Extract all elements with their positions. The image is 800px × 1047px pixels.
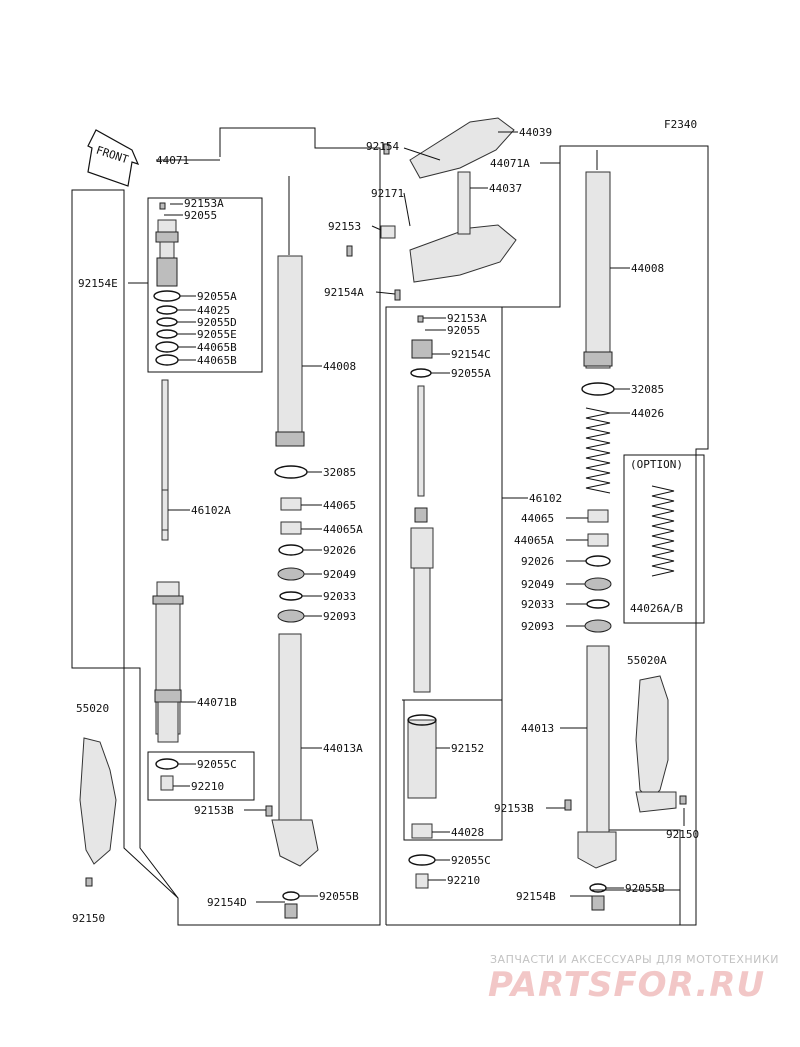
label-92093: 92093 bbox=[521, 620, 554, 633]
label-46102: 46102 bbox=[529, 492, 562, 505]
label-92152: 92152 bbox=[451, 742, 484, 755]
label-44008: 44008 bbox=[323, 360, 356, 373]
label-92153A: 92153A bbox=[447, 312, 487, 325]
watermark-tagline: ЗАПЧАСТИ И АКСЕССУАРЫ ДЛЯ МОТОТЕХНИКИ bbox=[490, 953, 779, 966]
label-44065: 44065 bbox=[323, 499, 356, 512]
label-92154E: 92154E bbox=[78, 277, 118, 290]
diagram-code: F2340 bbox=[664, 118, 697, 131]
label-92150: 92150 bbox=[666, 828, 699, 841]
label-92055C: 92055C bbox=[451, 854, 491, 867]
label-44025: 44025 bbox=[197, 304, 230, 317]
label-92055B: 92055B bbox=[625, 882, 665, 895]
left-guard-part bbox=[79, 737, 117, 887]
part-labels: 44071 92153A 92055 92154E 92055A 44025 9… bbox=[72, 126, 699, 925]
label-92153: 92153 bbox=[328, 220, 361, 233]
left-cartridge-parts bbox=[152, 202, 184, 791]
label-55020A: 55020A bbox=[627, 654, 667, 667]
label-46102A: 46102A bbox=[191, 504, 231, 517]
label-92033: 92033 bbox=[521, 598, 554, 611]
label-92049: 92049 bbox=[521, 578, 554, 591]
label-32085: 32085 bbox=[631, 383, 664, 396]
label-92210: 92210 bbox=[191, 780, 224, 793]
label-44037: 44037 bbox=[489, 182, 522, 195]
label-44013A: 44013A bbox=[323, 742, 363, 755]
group-boundaries bbox=[71, 127, 709, 926]
watermark-logo: PARTSFOR.RU bbox=[488, 965, 765, 1005]
label-44065B: 44065B bbox=[197, 341, 237, 354]
watermark: ЗАПЧАСТИ И АКСЕССУАРЫ ДЛЯ МОТОТЕХНИКИ PA… bbox=[488, 953, 779, 1005]
right-cartridge-parts bbox=[407, 315, 437, 889]
label-44039: 44039 bbox=[519, 126, 552, 139]
label-92026: 92026 bbox=[521, 555, 554, 568]
label-44071: 44071 bbox=[156, 154, 189, 167]
label-92049: 92049 bbox=[323, 568, 356, 581]
label-55020: 55020 bbox=[76, 702, 109, 715]
left-fork-parts bbox=[265, 176, 319, 919]
label-44071B: 44071B bbox=[197, 696, 237, 709]
steering-clamps bbox=[346, 117, 517, 301]
right-guard-part bbox=[635, 675, 687, 813]
label-44065A: 44065A bbox=[514, 534, 554, 547]
label-92033: 92033 bbox=[323, 590, 356, 603]
label-92171: 92171 bbox=[371, 187, 404, 200]
label-44065A: 44065A bbox=[323, 523, 363, 536]
label-92154: 92154 bbox=[366, 140, 399, 153]
right-fork-parts bbox=[564, 150, 617, 911]
label-44013: 44013 bbox=[521, 722, 554, 735]
label-44026: 44026 bbox=[631, 407, 664, 420]
option-label: (OPTION) bbox=[630, 458, 683, 471]
label-44065: 44065 bbox=[521, 512, 554, 525]
label-44026A-B: 44026A/B bbox=[630, 602, 683, 615]
label-92154C: 92154C bbox=[451, 348, 491, 361]
front-arrow-icon: FRONT bbox=[87, 129, 140, 187]
label-44071A: 44071A bbox=[490, 157, 530, 170]
label-92055D: 92055D bbox=[197, 316, 237, 329]
label-92154A: 92154A bbox=[324, 286, 364, 299]
label-92055E: 92055E bbox=[197, 328, 237, 341]
label-92154B: 92154B bbox=[516, 890, 556, 903]
label-92093: 92093 bbox=[323, 610, 356, 623]
label-92026: 92026 bbox=[323, 544, 356, 557]
label-32085: 32085 bbox=[323, 466, 356, 479]
label-92153A: 92153A bbox=[184, 197, 224, 210]
label-92154D: 92154D bbox=[207, 896, 247, 909]
label-92055: 92055 bbox=[184, 209, 217, 222]
leader-lines bbox=[128, 131, 685, 903]
label-92153B: 92153B bbox=[194, 804, 234, 817]
label-92210: 92210 bbox=[447, 874, 480, 887]
right-spring bbox=[585, 407, 611, 494]
label-92055B: 92055B bbox=[319, 890, 359, 903]
label-92055C: 92055C bbox=[197, 758, 237, 771]
label-44065B: 44065B bbox=[197, 354, 237, 367]
label-92055: 92055 bbox=[447, 324, 480, 337]
option-spring bbox=[651, 485, 675, 577]
label-44008: 44008 bbox=[631, 262, 664, 275]
label-92055A: 92055A bbox=[197, 290, 237, 303]
label-92153B: 92153B bbox=[494, 802, 534, 815]
label-92055A: 92055A bbox=[451, 367, 491, 380]
label-44028: 44028 bbox=[451, 826, 484, 839]
label-92150: 92150 bbox=[72, 912, 105, 925]
